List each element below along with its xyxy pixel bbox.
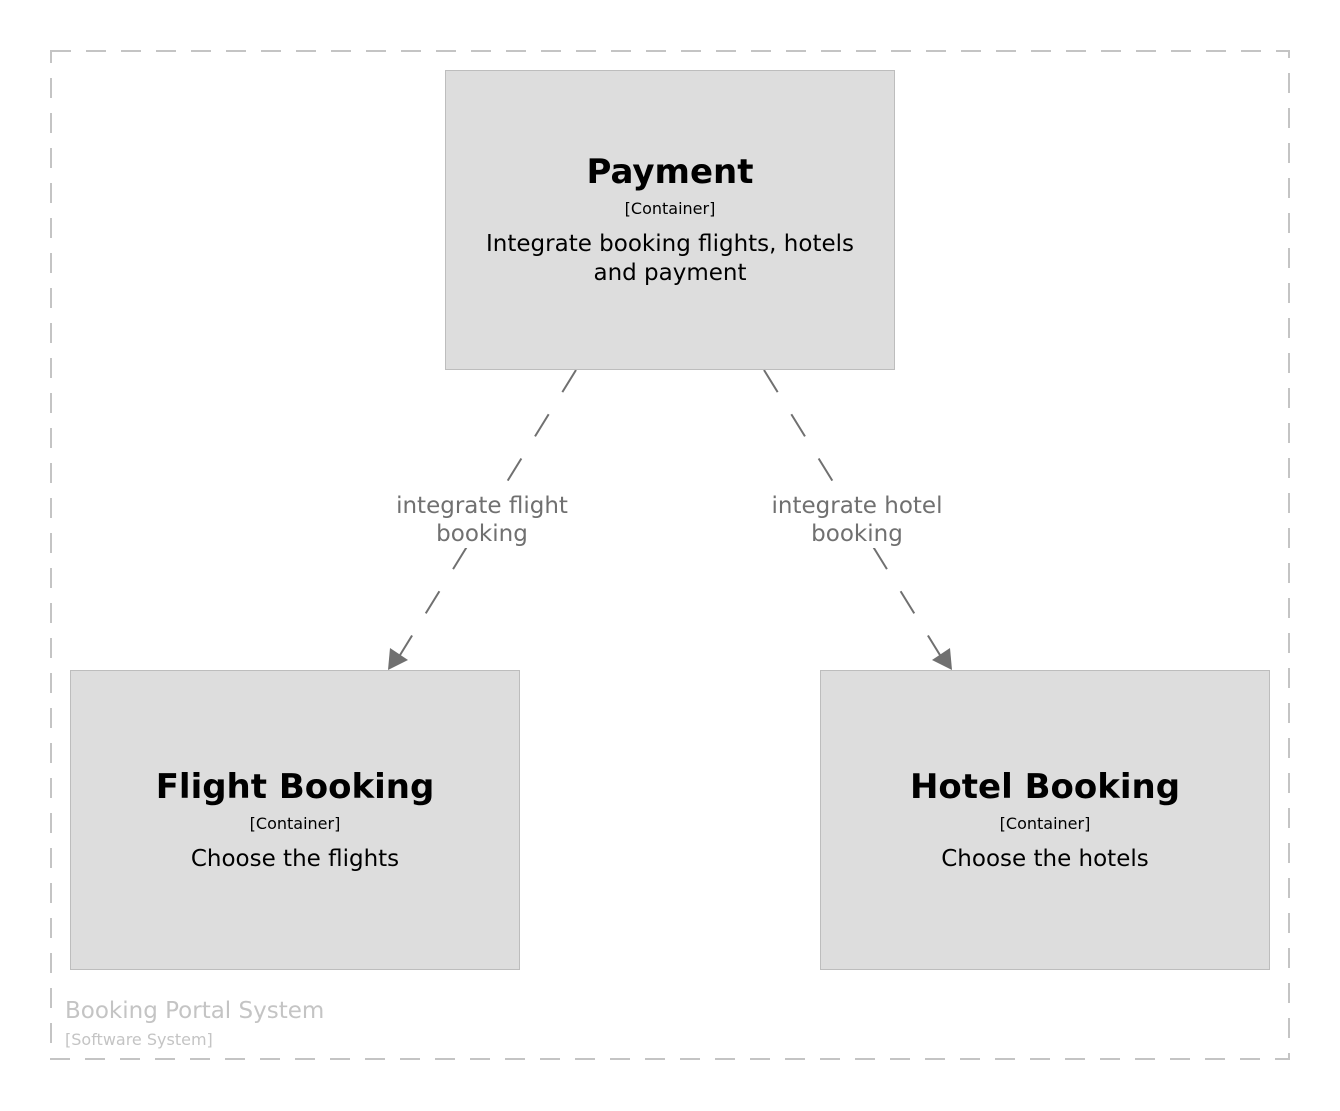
container-payment[interactable]: Payment [Container] Integrate booking fl… xyxy=(445,70,895,370)
boundary-name: Booking Portal System xyxy=(65,998,325,1024)
container-type: [Container] xyxy=(624,199,716,218)
container-name: Payment xyxy=(586,152,754,192)
arrowhead-flight xyxy=(388,648,408,670)
container-name: Hotel Booking xyxy=(909,766,1181,807)
relationship-label-flight: integrate flight booking xyxy=(372,492,592,548)
relationship-label-hotel: integrate hotel booking xyxy=(747,492,967,548)
container-hotel-booking[interactable]: Hotel Booking [Container] Choose the hot… xyxy=(820,670,1270,970)
container-name: Flight Booking xyxy=(155,766,435,807)
container-type: [Container] xyxy=(249,813,341,833)
arrowhead-hotel xyxy=(932,648,952,670)
container-description: Choose the flights xyxy=(190,845,400,872)
software-system-boundary: Booking Portal System [Software System] xyxy=(50,50,1290,1060)
container-flight-booking[interactable]: Flight Booking [Container] Choose the fl… xyxy=(70,670,520,970)
container-type: [Container] xyxy=(999,813,1091,833)
container-description: Integrate booking flights, hotels and pa… xyxy=(486,231,854,286)
container-description: Choose the hotels xyxy=(941,845,1149,872)
boundary-type: [Software System] xyxy=(65,1030,213,1049)
